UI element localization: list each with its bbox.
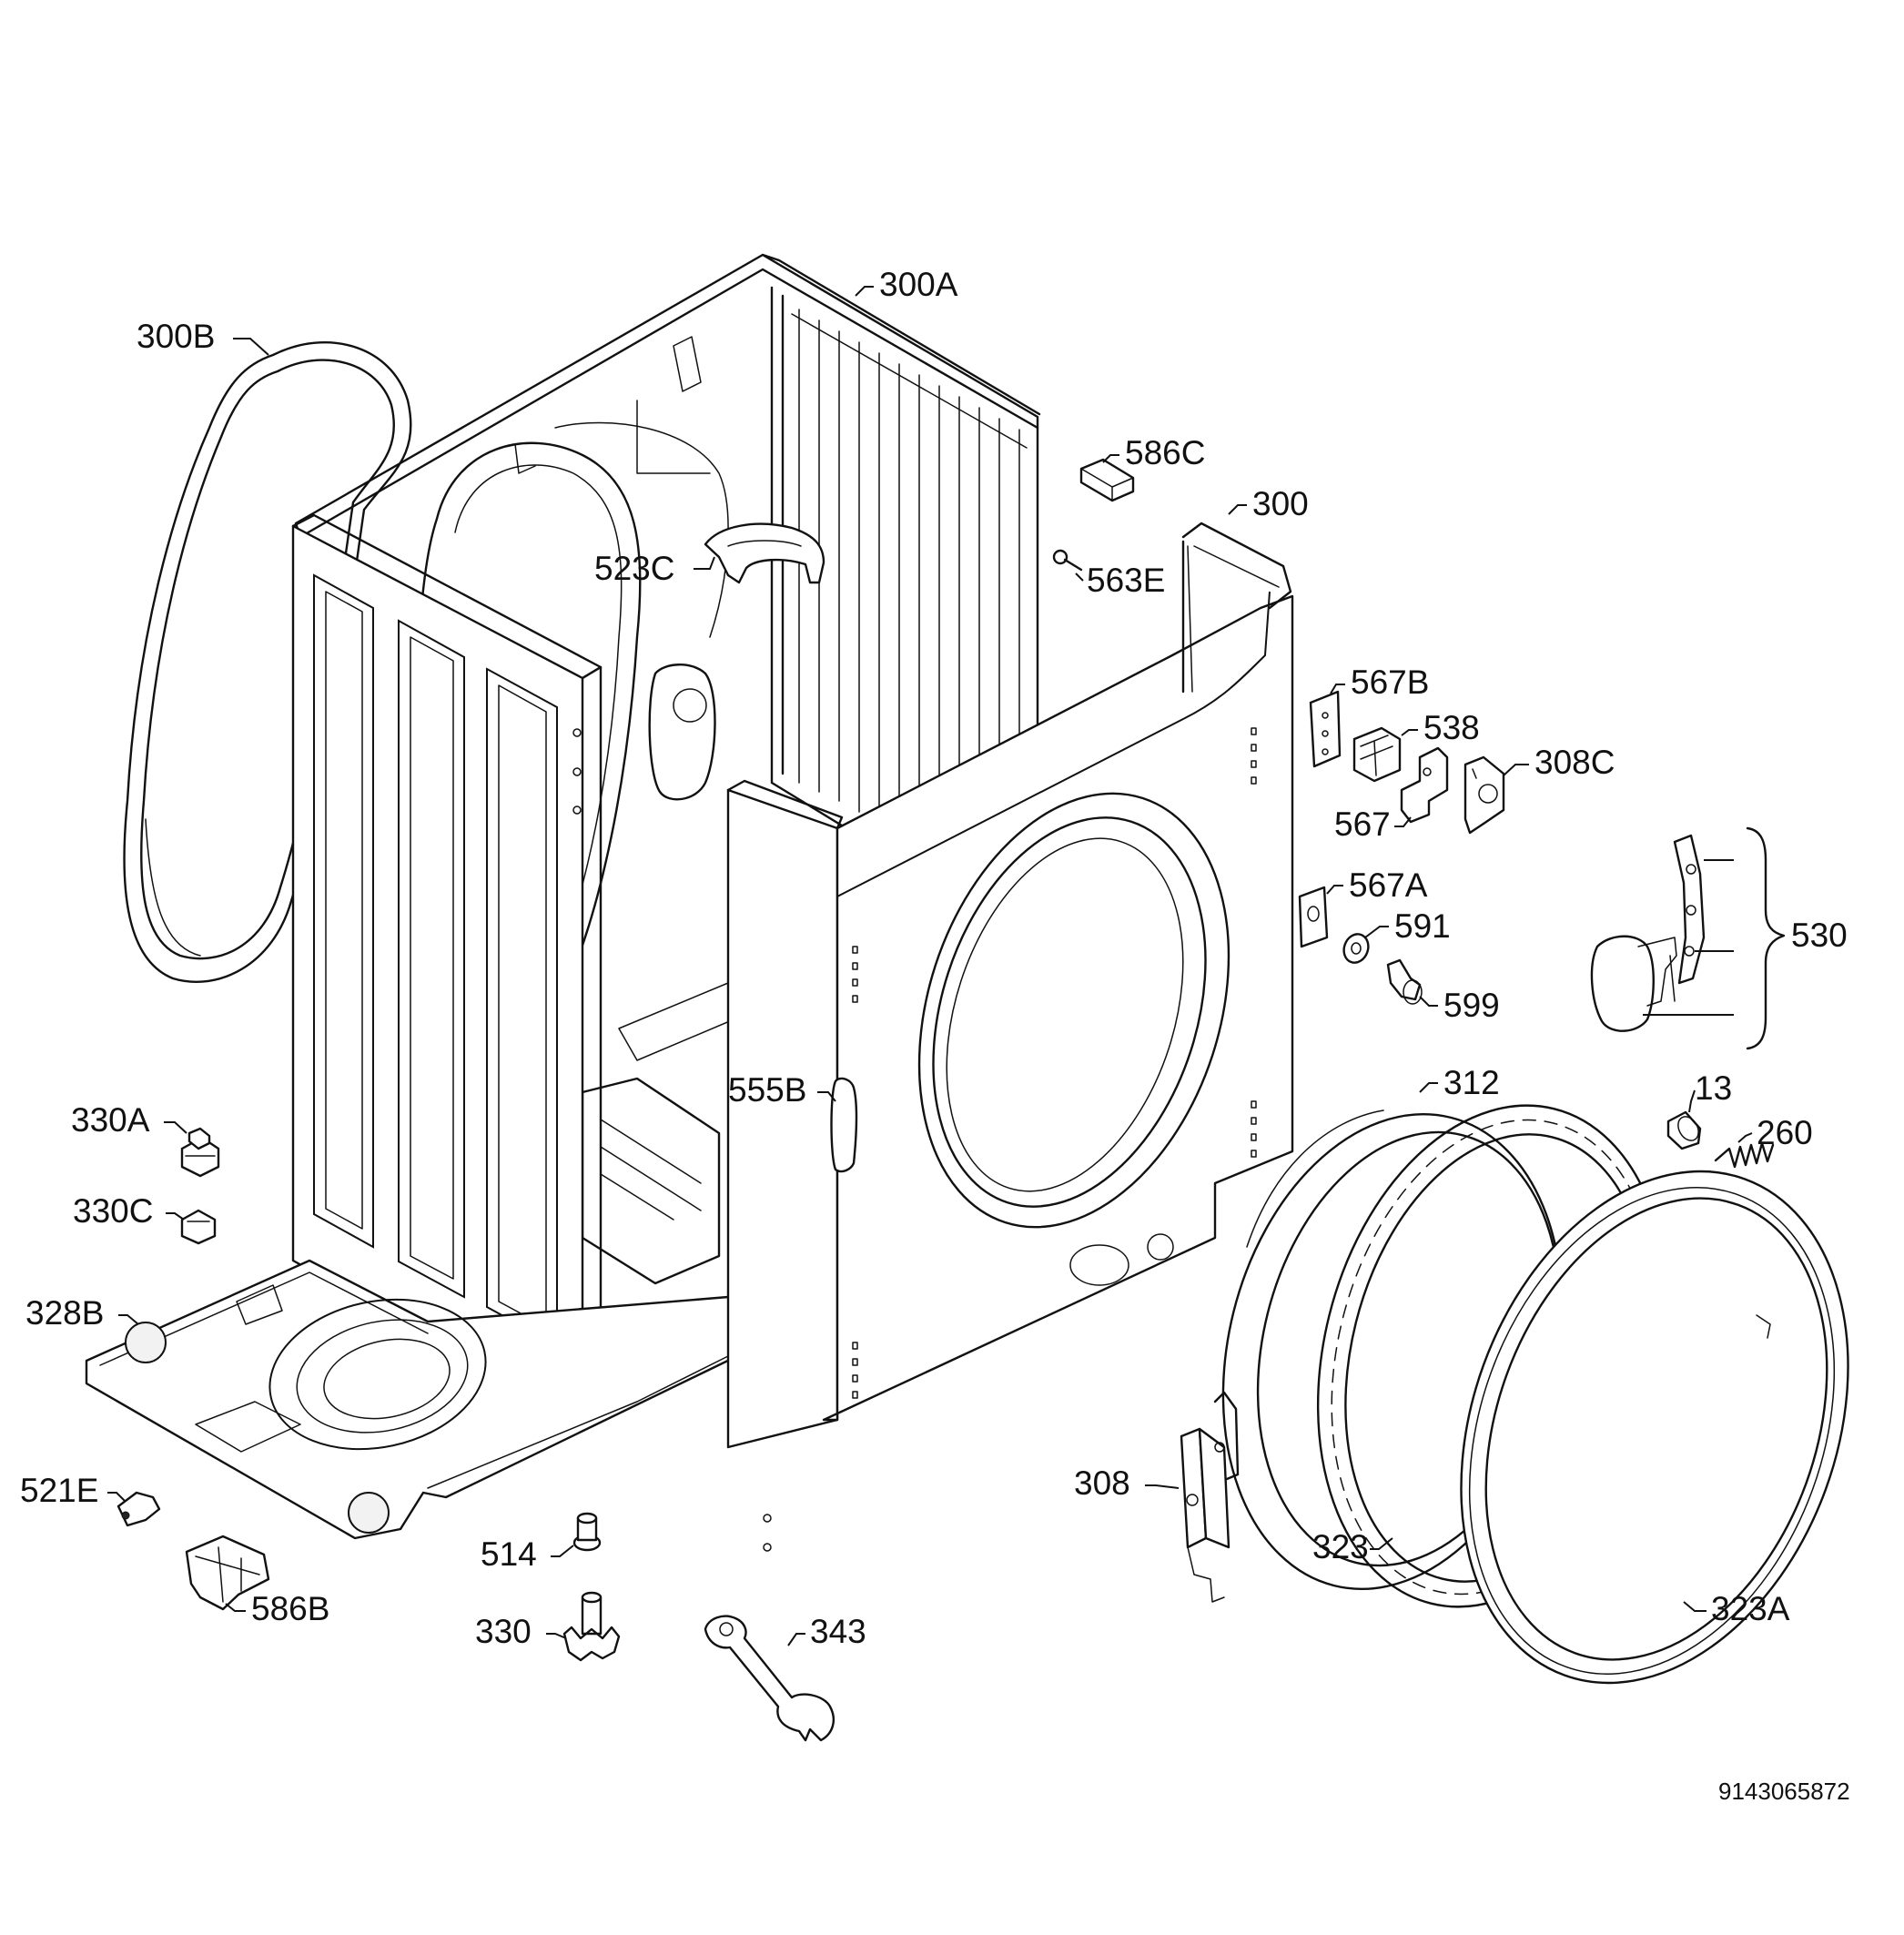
label-323: 323 xyxy=(1312,1528,1369,1565)
label-260: 260 xyxy=(1757,1114,1813,1151)
left-side-panel xyxy=(291,513,603,1422)
part-308C xyxy=(1463,755,1505,835)
part-260-spring xyxy=(1714,1141,1775,1169)
part-330C xyxy=(180,1209,217,1245)
part-308-hinge xyxy=(1180,1391,1240,1603)
label-586C: 586C xyxy=(1125,434,1205,471)
label-599: 599 xyxy=(1443,987,1500,1024)
part-567A xyxy=(1298,886,1329,948)
part-567 xyxy=(1400,746,1449,824)
reference-number: 9143065872 xyxy=(1718,1778,1850,1805)
label-514: 514 xyxy=(481,1535,537,1573)
label-328B: 328B xyxy=(25,1294,104,1332)
label-521E: 521E xyxy=(20,1472,98,1509)
label-555B: 555B xyxy=(728,1071,806,1109)
label-300A: 300A xyxy=(879,266,958,303)
frame-holes xyxy=(852,727,1257,1399)
label-300B: 300B xyxy=(137,318,215,355)
part-13 xyxy=(1666,1110,1702,1150)
part-328B-base xyxy=(85,1259,739,1540)
label-591: 591 xyxy=(1394,907,1451,945)
part-330A xyxy=(180,1127,220,1178)
label-330A: 330A xyxy=(71,1101,150,1139)
part-538 xyxy=(1352,726,1402,783)
label-567B: 567B xyxy=(1351,664,1429,701)
label-586B: 586B xyxy=(251,1590,329,1627)
label-538: 538 xyxy=(1423,709,1480,746)
part-586B xyxy=(185,1535,270,1611)
label-308: 308 xyxy=(1074,1464,1130,1502)
part-330 xyxy=(562,1591,621,1662)
part-300A-cabinet xyxy=(294,253,1041,1285)
label-330C: 330C xyxy=(73,1192,153,1230)
part-514 xyxy=(572,1512,602,1552)
label-563E: 563E xyxy=(1087,562,1165,599)
part-labels: 300B 300A 586C 300 523C 563E 567B 538 30… xyxy=(20,266,1850,1805)
part-567B xyxy=(1309,690,1342,768)
label-567: 567 xyxy=(1334,805,1391,843)
leader-lines xyxy=(107,286,1753,1646)
label-330: 330 xyxy=(475,1613,532,1650)
part-591-washer xyxy=(1342,933,1370,964)
part-555B-handle xyxy=(830,1077,858,1173)
part-343-wrench xyxy=(704,1615,835,1742)
part-300-front-frame xyxy=(726,522,1294,1552)
label-567A: 567A xyxy=(1349,866,1428,904)
part-323A-door-ring xyxy=(1460,1170,1849,1685)
label-323A: 323A xyxy=(1711,1590,1790,1627)
rear-wall-ribs xyxy=(791,309,1028,900)
label-530: 530 xyxy=(1791,917,1848,954)
part-599 xyxy=(1386,958,1423,1005)
label-523C: 523C xyxy=(594,550,674,587)
label-13: 13 xyxy=(1695,1069,1732,1107)
label-343: 343 xyxy=(810,1613,866,1650)
label-300: 300 xyxy=(1252,485,1309,522)
label-312: 312 xyxy=(1443,1064,1500,1101)
part-521E xyxy=(116,1491,161,1527)
part-530-latch-group xyxy=(1590,826,1786,1050)
label-308C: 308C xyxy=(1534,744,1615,781)
part-563E-screw xyxy=(1052,549,1083,572)
part-586C xyxy=(1079,458,1135,502)
part-300B-seal xyxy=(123,341,412,983)
